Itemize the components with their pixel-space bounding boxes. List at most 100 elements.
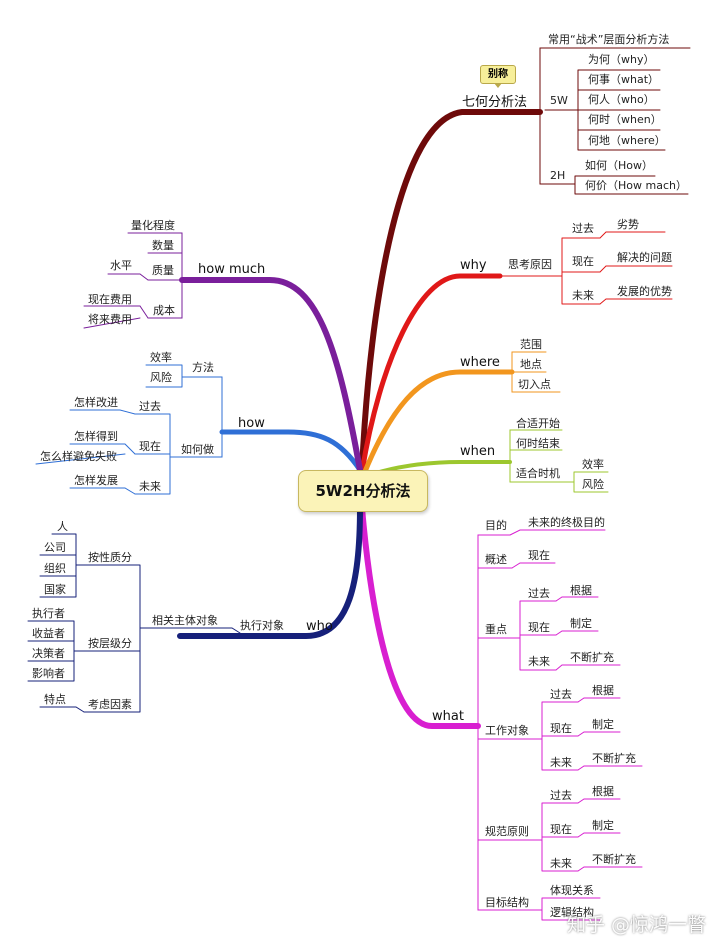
- what-values: [509, 529, 606, 569]
- how-method-lines: [145, 364, 191, 388]
- node-5w: 5W: [550, 94, 568, 107]
- branch-what-line: [359, 505, 481, 729]
- how-now-value-2: 怎么样避免失败: [40, 450, 117, 463]
- branch-why[interactable]: why: [460, 258, 487, 273]
- why-now: 现在: [572, 255, 594, 268]
- what-overview-value: 现在: [528, 549, 550, 562]
- who-organization: 组织: [44, 562, 66, 575]
- what-work-values: [577, 697, 643, 771]
- who-by-level: 按层级分: [88, 637, 132, 650]
- when-fit-items: [567, 471, 609, 493]
- work-now: 现在: [550, 722, 572, 735]
- when-start: 合适开始: [516, 417, 560, 430]
- node-when-item: 何时（when）: [588, 113, 662, 126]
- what-purpose: 目的: [485, 519, 507, 532]
- when-timing: 适合时机: [516, 467, 560, 480]
- where-scope: 范围: [520, 338, 542, 351]
- why-future-value: 发展的优势: [617, 285, 672, 298]
- branch-seven-questions[interactable]: 七何分析法: [462, 95, 528, 110]
- seven-2h-items: [544, 175, 689, 195]
- branch-why-line: [359, 273, 503, 475]
- who-factor-line: [39, 706, 85, 713]
- node-how-item: 如何（How）: [585, 159, 653, 172]
- focus-now-value: 制定: [570, 617, 592, 630]
- what-focus-values: [555, 596, 621, 671]
- branch-how-line: [219, 429, 363, 473]
- who-company: 公司: [44, 541, 66, 554]
- work-future-value: 不断扩充: [592, 752, 636, 765]
- what-norm-values: [577, 798, 643, 872]
- howmuch-quantify: 量化程度: [131, 219, 175, 232]
- who-by-nature: 按性质分: [88, 551, 132, 564]
- why-think-cause: 思考原因: [508, 258, 552, 271]
- who-related-subjects: 相关主体对象: [152, 614, 218, 627]
- how-past-value: 怎样改进: [74, 396, 118, 409]
- work-now-value: 制定: [592, 718, 614, 731]
- how-efficiency: 效率: [150, 351, 172, 364]
- seven-5w-lines: [544, 69, 666, 151]
- focus-future-value: 不断扩充: [570, 651, 614, 664]
- what-work-lines: [531, 701, 579, 771]
- node-where-item: 何地（where）: [588, 134, 666, 147]
- howmuch-current-cost: 现在费用: [88, 293, 132, 306]
- when-risk: 风险: [582, 478, 604, 491]
- howmuch-items: [127, 232, 183, 319]
- what-overview: 概述: [485, 553, 507, 566]
- howmuch-future-cost: 将来费用: [88, 313, 132, 326]
- who-executor: 执行者: [32, 607, 65, 620]
- who-sub-lines: [83, 564, 241, 713]
- branch-when[interactable]: when: [460, 444, 496, 459]
- where-location: 地点: [520, 358, 542, 371]
- howmuch-cost: 成本: [153, 304, 175, 317]
- node-what-item: 何事（what）: [588, 73, 660, 86]
- what-norm-lines: [531, 802, 579, 872]
- norm-now-value: 制定: [592, 819, 614, 832]
- what-norms: 规范原则: [485, 825, 529, 838]
- how-now-value-1: 怎样得到: [74, 430, 118, 443]
- what-focus: 重点: [485, 623, 507, 636]
- work-past-value: 根据: [592, 684, 614, 697]
- howmuch-quality: 质量: [152, 264, 174, 277]
- target-logic: 逻辑结构: [550, 906, 594, 919]
- who-influencer: 影响者: [32, 667, 65, 680]
- why-past-value: 劣势: [617, 218, 639, 231]
- how-todo: 如何做: [181, 443, 214, 456]
- who-decision-maker: 决策者: [32, 647, 65, 660]
- focus-past: 过去: [528, 587, 550, 600]
- focus-future: 未来: [528, 655, 550, 668]
- node-who-item: 何人（who）: [588, 93, 655, 106]
- watermark: 知乎 @惊鸿一瞥: [566, 914, 706, 936]
- why-now-value: 解决的问题: [617, 251, 672, 264]
- branch-what[interactable]: what: [432, 709, 464, 724]
- branch-how-much[interactable]: how much: [198, 262, 266, 277]
- what-target-structure: 目标结构: [485, 896, 529, 909]
- howmuch-quantity: 数量: [152, 239, 174, 252]
- branch-who[interactable]: who: [306, 619, 333, 634]
- branch-who-line: [177, 505, 363, 639]
- why-sub-lines: [499, 237, 601, 305]
- how-past: 过去: [139, 400, 161, 413]
- how-future: 未来: [139, 480, 161, 493]
- who-considerations: 考虑因素: [88, 698, 132, 711]
- howmuch-level: 水平: [110, 259, 132, 272]
- norm-future-value: 不断扩充: [592, 853, 636, 866]
- central-topic[interactable]: 5W2H分析法: [298, 470, 428, 512]
- how-future-value: 怎样发展: [74, 474, 118, 487]
- who-person: 人: [57, 520, 68, 533]
- how-now: 现在: [139, 440, 161, 453]
- node-why-item: 为何（why）: [588, 53, 655, 66]
- how-values: [35, 409, 136, 495]
- when-end: 何时结束: [516, 437, 560, 450]
- why-past: 过去: [572, 222, 594, 235]
- how-todo-lines: [134, 413, 179, 495]
- seven-desc-line: [539, 47, 691, 113]
- focus-now: 现在: [528, 621, 550, 634]
- where-items: [511, 351, 561, 393]
- norm-future: 未来: [550, 857, 572, 870]
- why-future: 未来: [572, 289, 594, 302]
- work-past: 过去: [550, 688, 572, 701]
- target-relation: 体现关系: [550, 884, 594, 897]
- branch-how[interactable]: how: [238, 416, 265, 431]
- branch-where[interactable]: where: [460, 355, 500, 370]
- what-purpose-value: 未来的终极目的: [528, 516, 605, 529]
